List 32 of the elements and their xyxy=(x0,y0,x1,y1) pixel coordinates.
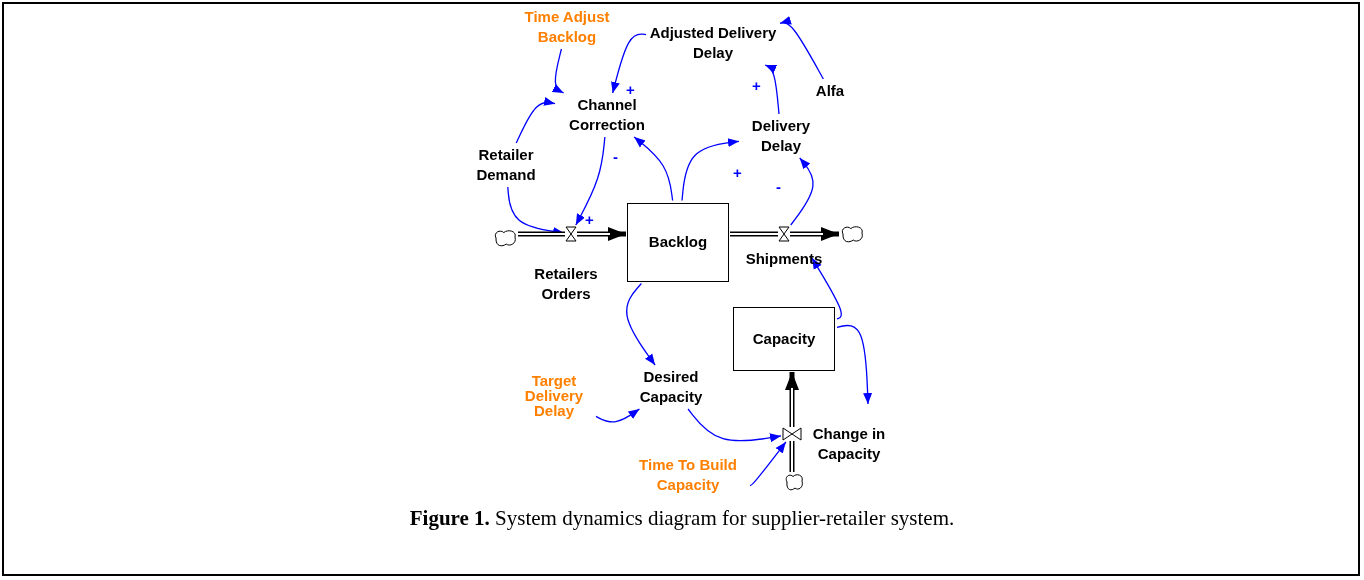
causal-link-arrow xyxy=(595,408,641,423)
stock-box xyxy=(627,202,729,282)
causal-link-arrow xyxy=(575,136,606,226)
variable-name: Target Delivery Delay xyxy=(523,372,585,418)
causal-link-arrow xyxy=(681,138,740,202)
variable-name: Time To Build Capacity xyxy=(638,455,738,495)
causal-link-arrow xyxy=(764,64,780,115)
variable-name: Adjusted Delivery Delay xyxy=(648,23,778,63)
causal-link-arrow xyxy=(626,282,656,366)
stock-box xyxy=(733,307,835,371)
stock-name: Backlog xyxy=(648,232,708,252)
causal-link-arrow xyxy=(779,15,824,80)
causal-link-arrow xyxy=(749,441,787,487)
flow-name: Shipments xyxy=(744,249,824,269)
variable-name: Channel Correction xyxy=(568,95,646,135)
causal-link-arrow xyxy=(836,324,873,405)
causal-link-arrow xyxy=(611,33,647,94)
figure-caption: Figure 1. System dynamics diagram for supplier-retailer system. xyxy=(408,506,956,531)
variable-name: Retailer Demand xyxy=(475,145,537,185)
stock-name: Capacity xyxy=(752,329,816,349)
causal-link-arrow xyxy=(687,408,782,443)
variable-name: Desired Capacity xyxy=(638,367,704,407)
causal-link-arrow xyxy=(633,136,674,202)
causal-link-arrow xyxy=(551,48,565,94)
causal-link-arrow xyxy=(515,96,556,144)
causal-link-arrow xyxy=(790,157,814,226)
flow-name: Retailers Orders xyxy=(533,264,599,304)
variable-name: Alfa xyxy=(815,81,845,101)
variable-name: Time Adjust Backlog xyxy=(523,7,611,47)
variable-name: Delivery Delay xyxy=(750,116,812,156)
flow-name: Change in Capacity xyxy=(811,424,887,464)
causal-link-arrow xyxy=(811,257,842,320)
